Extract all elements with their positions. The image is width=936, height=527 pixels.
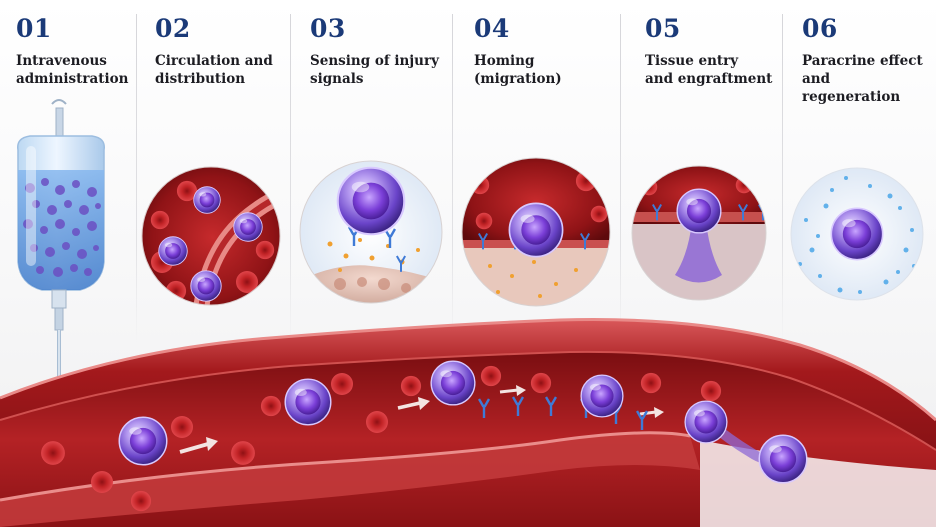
column-divider (620, 14, 621, 344)
homing-circle (461, 157, 611, 307)
circulation-circle (141, 166, 281, 306)
step-1-number: 01 (16, 14, 52, 43)
step-4-number: 04 (474, 14, 510, 43)
step-2-label: Circulation and distribution (155, 53, 273, 87)
step-5-label: Tissue entry and engraftment (645, 53, 773, 87)
tissue-entry-circle (631, 165, 767, 301)
column-divider (136, 14, 137, 344)
sensing-circle (299, 160, 443, 304)
step-3-number: 03 (310, 14, 346, 43)
column-divider (782, 14, 783, 344)
step-3-label: Sensing of injury signals (310, 53, 439, 87)
step-2-number: 02 (155, 14, 191, 43)
step-6-number: 06 (802, 14, 838, 43)
blood-vessel (0, 318, 936, 527)
step-4-label: Homing (migration) (474, 53, 562, 87)
paracrine-circle (790, 167, 924, 301)
column-divider (290, 14, 291, 344)
step-5-number: 05 (645, 14, 681, 43)
step-1-label: Intravenous administration (16, 53, 129, 87)
iv-bag-illustration (10, 99, 105, 453)
step-6-label: Paracrine effect and regeneration (802, 53, 923, 105)
column-divider (452, 14, 453, 344)
